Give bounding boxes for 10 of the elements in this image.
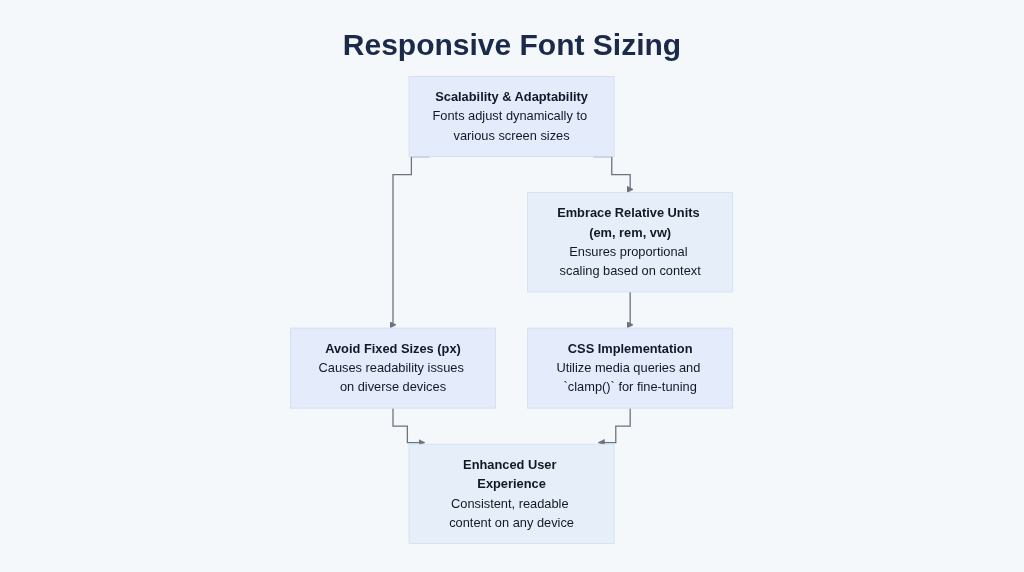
arrow [598,407,632,447]
node-box [290,327,497,409]
flowchart: Scalability & Adaptability Fonts adjust dynamically to various screen sizes Avoid Fixed Sizes (px) Causes readability issues on diverse devices Embrace Relative Units (em, rem, vw) Ensures proportional scaling based on context CSS Implementation Utilize media queries and `clamp()` for fine-tuning Enhanced User Experience Consistent, readable content on any device [284,70,740,550]
diagram-title: Responsive Font Sizing [341,28,683,62]
arrow [392,407,426,447]
arrow [627,291,635,329]
node-box [527,327,734,409]
node-box [409,76,615,157]
node-box [409,443,615,544]
node-box [527,192,734,293]
